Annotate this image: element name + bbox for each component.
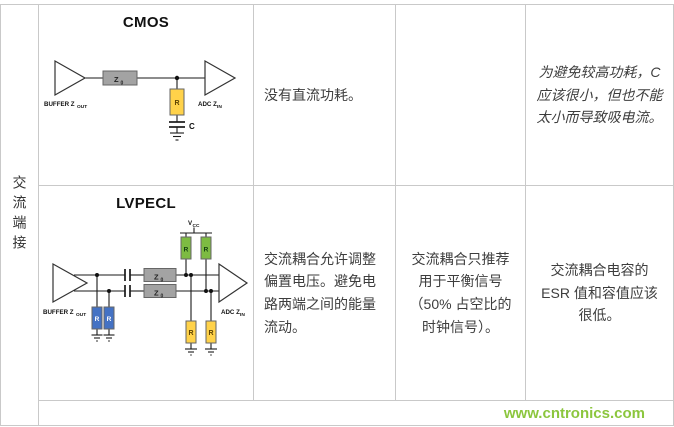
lvpecl-circuit-diagram: V CC Z 0 Z 0 R R R R R R BUFFER Z OUT AD… (43, 220, 249, 356)
coupling-capacitor-bottom-icon (124, 285, 131, 297)
r-green-2-label: R (204, 247, 209, 254)
adc-label: ADC Z (221, 309, 240, 316)
lvpecl-balanced-signal-note: 交流耦合只推荐用于平衡信号（50% 占空比的时钟信号）。 (409, 250, 512, 335)
lvpecl-diagram-cell: LVPECL (39, 186, 254, 401)
cmos-capacitor-note: 为避免较高功耗，C 应该很小，但也不能太小而导致吸电流。 (536, 63, 663, 126)
watermark-text: www.cntronics.com (503, 404, 645, 422)
coupling-capacitor-top-icon (124, 269, 131, 281)
cmos-circuit-diagram: Z 0 R C BUFFER Z OUT ADC Z IN (44, 59, 237, 141)
z0-top-label: Z (154, 273, 159, 282)
z0-sub-label: 0 (121, 81, 124, 87)
termination-resistor-yellow-2 (205, 320, 217, 344)
buffer-triangle-icon (52, 262, 89, 304)
lvpecl-esr-note-cell: 交流耦合电容的 ESR 值和容值应该很低。 (526, 186, 673, 401)
source-resistor-blue-1 (91, 306, 103, 330)
cmos-power-note: 没有直流功耗。 (264, 86, 362, 103)
buffer-label: BUFFER Z (44, 101, 75, 108)
cmos-capacitor-note-cell: 为避免较高功耗，C 应该很小，但也不能太小而导致吸电流。 (526, 5, 673, 186)
pullup-resistor-green-2 (200, 236, 212, 260)
junction-dots (95, 273, 213, 293)
termination-resistor-yellow-1 (185, 320, 197, 344)
ground-icon-blue-2 (103, 334, 115, 342)
r-blue-1-label: R (95, 316, 100, 323)
z0-impedance-box-top (143, 268, 177, 282)
vcc-sub-label: CC (193, 223, 200, 229)
cmos-title: CMOS (122, 14, 170, 31)
capacitor-icon (169, 121, 185, 128)
r-yellow-1-label: R (188, 330, 193, 337)
pullup-resistor-green-1 (180, 236, 192, 260)
lvpecl-title: LVPECL (116, 195, 176, 212)
source-resistor-blue-2 (103, 306, 115, 330)
z0-impedance-box-bottom (143, 284, 177, 298)
ground-icon (170, 132, 184, 141)
adc-label: ADC Z (198, 101, 217, 108)
z0-impedance-box (102, 70, 138, 86)
adc-sub-label: IN (240, 312, 245, 318)
adc-triangle-icon (204, 59, 237, 97)
row-header-label: 交流端接 (11, 175, 28, 255)
junction-dot (174, 75, 180, 81)
buffer-label: BUFFER Z (43, 309, 74, 316)
cmos-wires (85, 77, 205, 133)
r-yellow-2-label: R (208, 330, 213, 337)
cmos-diagram-cell: CMOS (39, 5, 254, 186)
cmos-empty-cell (396, 5, 526, 186)
vcc-label: V (188, 220, 193, 227)
z0-label: Z (114, 75, 119, 84)
z0-bottom-label: Z (154, 289, 159, 298)
adc-sub-label: IN (217, 104, 222, 110)
lvpecl-esr-note: 交流耦合电容的 ESR 值和容值应该很低。 (541, 261, 658, 324)
ground-icon-yellow-2 (205, 348, 217, 356)
lvpecl-bias-note-cell: 交流耦合允许调整偏置电压。避免电路两端之间的能量流动。 (254, 186, 396, 401)
buffer-sub-label: OUT (76, 312, 86, 318)
ground-icon-yellow-1 (185, 348, 197, 356)
lvpecl-balanced-signal-note-cell: 交流耦合只推荐用于平衡信号（50% 占空比的时钟信号）。 (396, 186, 526, 401)
watermark-cell: www.cntronics.com (39, 401, 673, 425)
termination-resistor-yellow (169, 88, 185, 116)
r-blue-2-label: R (107, 316, 112, 323)
cmos-power-note-cell: 没有直流功耗。 (254, 5, 396, 186)
ground-icon-blue-1 (91, 334, 103, 342)
buffer-triangle-icon (54, 59, 87, 97)
c-label: C (189, 122, 195, 131)
z0-top-sub-label: 0 (161, 278, 164, 284)
ac-termination-comparison-table: 交流端接 CMOS (0, 4, 674, 426)
z0-bottom-sub-label: 0 (161, 294, 164, 300)
lvpecl-bias-note: 交流耦合允许调整偏置电压。避免电路两端之间的能量流动。 (264, 250, 376, 335)
buffer-sub-label: OUT (77, 104, 87, 110)
r-label: R (174, 100, 179, 107)
adc-triangle-icon (218, 262, 249, 304)
row-header-ac-termination: 交流端接 (1, 5, 39, 425)
r-green-1-label: R (184, 247, 189, 254)
